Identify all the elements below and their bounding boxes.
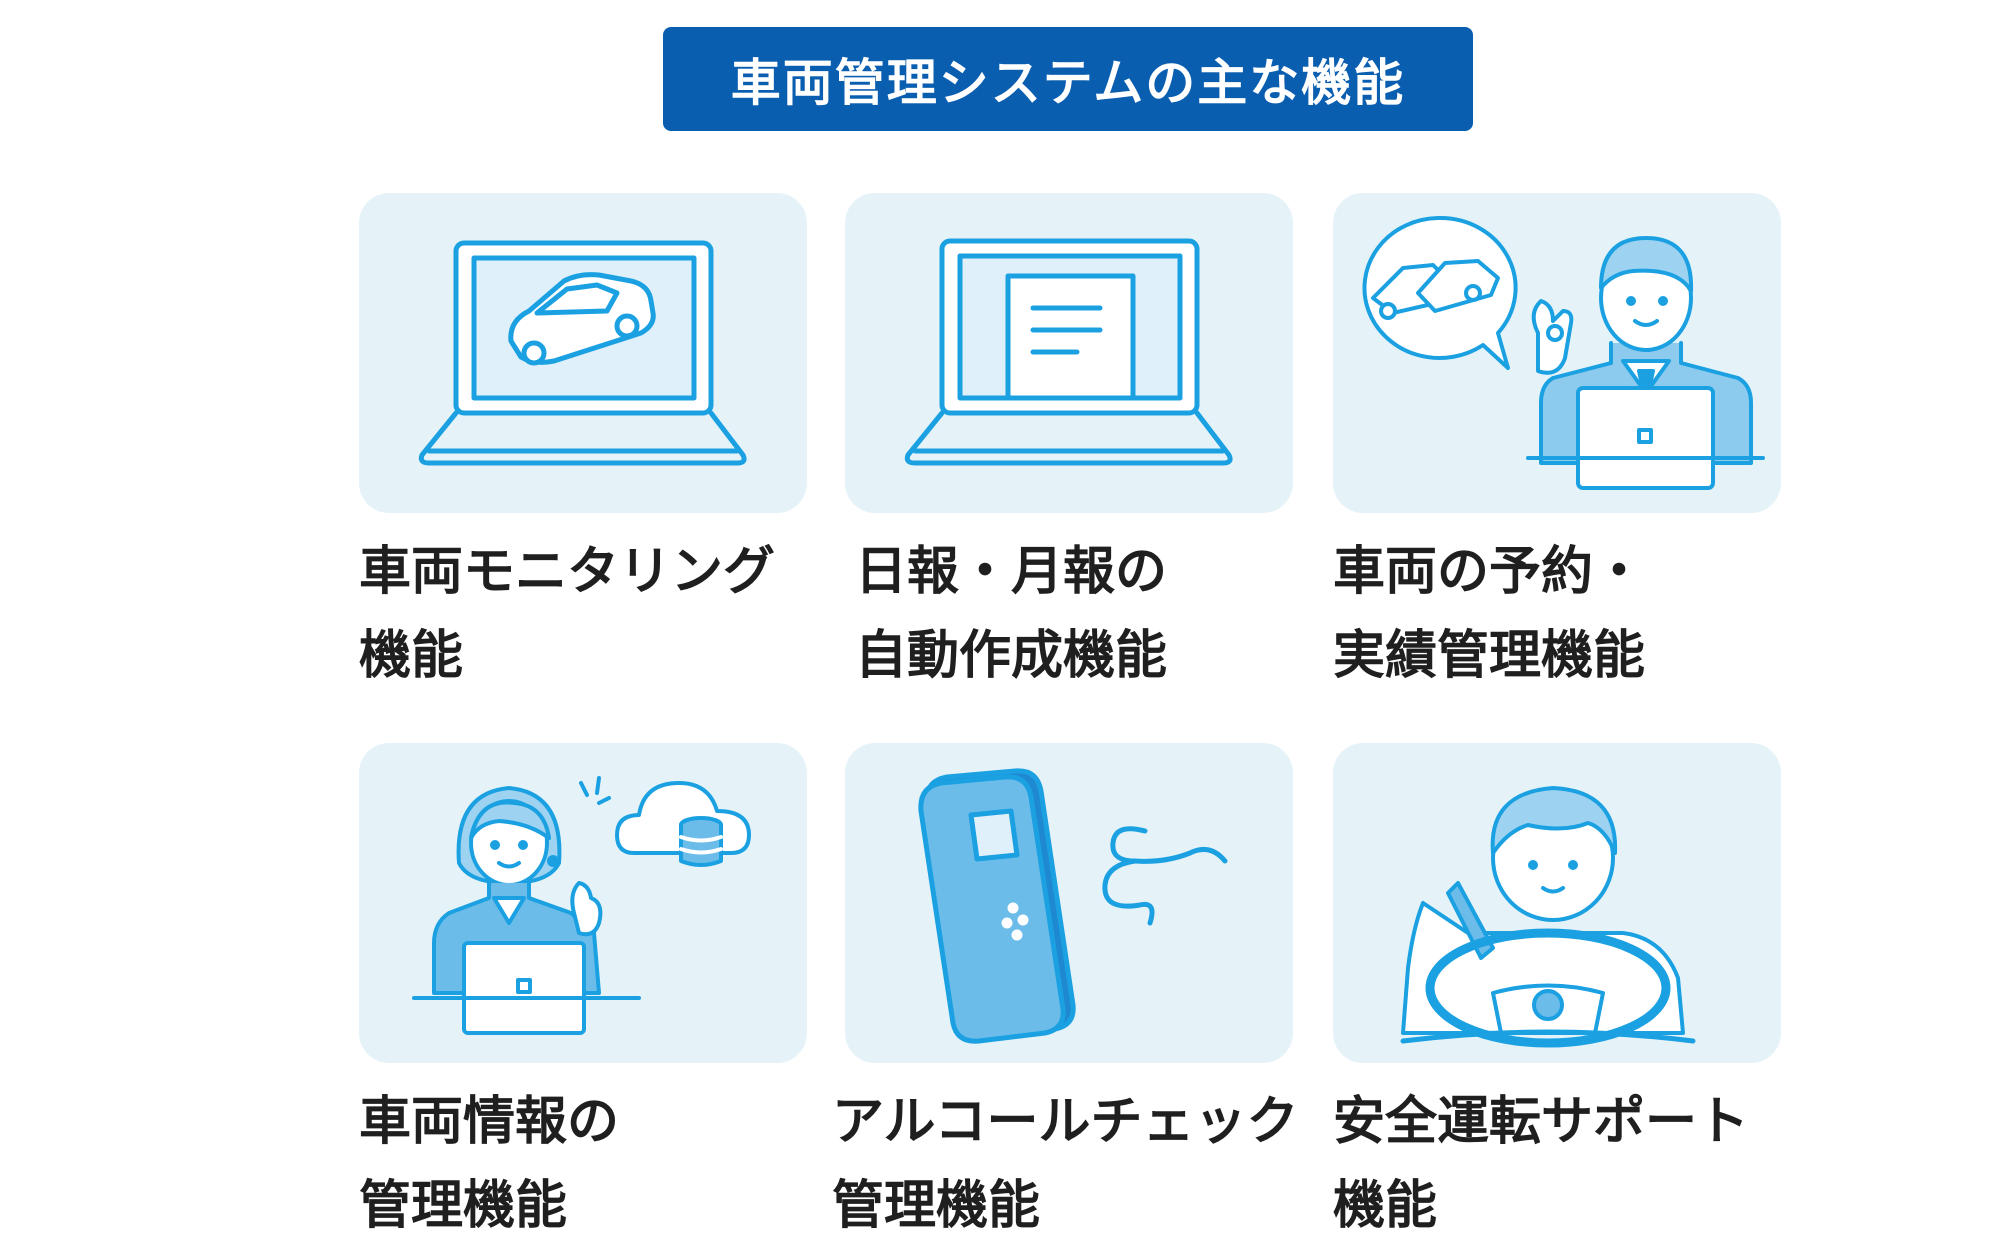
page-title: 車両管理システムの主な機能	[730, 54, 1406, 112]
breathalyzer-icon	[918, 768, 1228, 1044]
feature-card-safe-driving	[1333, 743, 1781, 1063]
feature-card-report-creation	[845, 193, 1293, 513]
feature-card-vehicle-info	[359, 743, 807, 1063]
feature-label-safe-driving: 安全運転サポート 機能	[1333, 1092, 1750, 1236]
feature-card-reservation	[1333, 193, 1781, 513]
feature-label-report-creation: 日報・月報の 自動作成機能	[855, 542, 1168, 686]
feature-label-vehicle-info: 車両情報の 管理機能	[359, 1092, 620, 1236]
woman-cloud-database-icon	[412, 776, 751, 1035]
laptop-document-icon	[904, 238, 1233, 466]
businessman-ok-cars-icon	[1362, 215, 1765, 490]
feature-card-alcohol-check	[845, 743, 1293, 1063]
feature-label-alcohol-check: アルコールチェック 管理機能	[832, 1092, 1299, 1236]
feature-card-vehicle-monitoring	[359, 193, 807, 513]
feature-label-vehicle-monitoring: 車両モニタリング 機能	[359, 542, 776, 686]
laptop-car-icon	[418, 240, 747, 466]
driver-steering-wheel-icon	[1400, 786, 1696, 1048]
feature-label-reservation: 車両の予約・ 実績管理機能	[1333, 542, 1646, 686]
title-banner: 車両管理システムの主な機能	[663, 27, 1473, 131]
